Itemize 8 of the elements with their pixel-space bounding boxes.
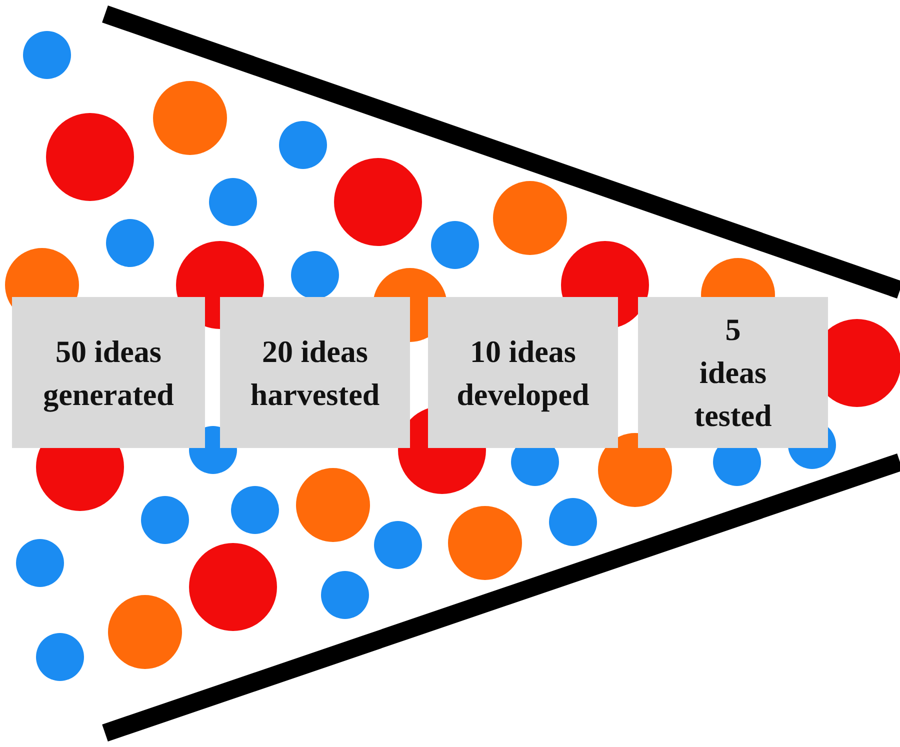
stage-box [12, 297, 205, 448]
stage-label: 20 ideas harvested [250, 332, 380, 414]
stage-label: 50 ideas generated [43, 332, 174, 414]
stage-box [638, 297, 828, 448]
stage-box [220, 297, 410, 448]
stage-label: 5 ideas tested [694, 311, 772, 435]
stage-box [428, 297, 618, 448]
stage-label: 10 ideas developed [456, 332, 590, 414]
